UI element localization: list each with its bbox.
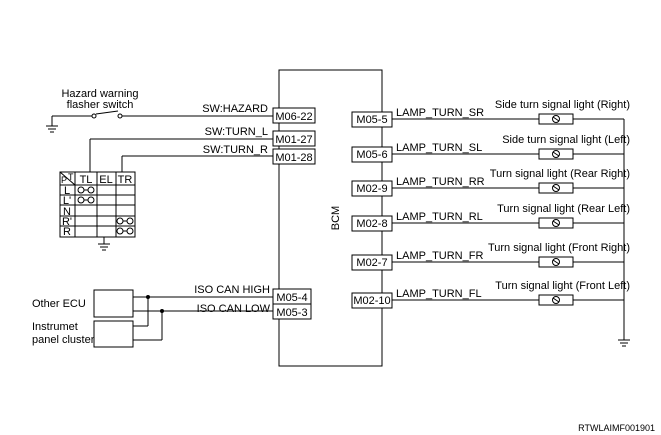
pin-label: M02-8 (356, 218, 387, 230)
pin-label: M05-5 (356, 114, 387, 126)
lamp-ground-bus (618, 119, 630, 347)
hazard-switch-label: Hazard warning (61, 88, 138, 100)
lamp-output-row: M05-6 LAMP_TURN_SL Side turn signal light … (351, 134, 630, 163)
instrument-panel-cluster: Instrumet panel cluster (32, 320, 134, 348)
pin-label: M01-28 (275, 152, 312, 164)
lamp-label: Turn signal light (Rear Right) (490, 168, 630, 180)
bulb-icon (538, 148, 574, 160)
turn-switch-table: P T TL EL TR L L' N R' R (59, 171, 136, 238)
table-row-label: L' (63, 195, 71, 207)
signal-label: LAMP_TURN_FL (396, 288, 482, 300)
signal-label: LAMP_TURN_SL (396, 142, 482, 154)
table-row-label: R (63, 226, 71, 238)
signal-label: LAMP_TURN_RR (396, 176, 485, 188)
figure-code: RTWLAIMF001901 (578, 423, 655, 433)
pin-label: M02-9 (356, 183, 387, 195)
left-connector-turn-r: SW:TURN_R M01-28 (203, 144, 316, 165)
hazard-switch-symbol (46, 110, 273, 133)
signal-label: SW:TURN_L (205, 126, 268, 138)
lamp-label: Side turn signal light (Left) (502, 134, 630, 146)
pin-label: M02-7 (356, 257, 387, 269)
bulb-icon (538, 113, 574, 125)
table-corner-p: P (61, 175, 67, 185)
table-row-label: R' (62, 216, 72, 228)
hazard-switch-label-2: flasher switch (67, 99, 134, 111)
turn-switch-wires (89, 138, 273, 251)
lamp-output-row: M05-5 LAMP_TURN_SR Side turn signal light … (351, 99, 630, 128)
can-connector-high: ISO CAN HIGH M05-4 (194, 284, 312, 305)
bulb-icon (538, 217, 574, 229)
signal-label: SW:HAZARD (202, 103, 268, 115)
lamp-output-row: M02-7 LAMP_TURN_FR Turn signal light (Fron… (351, 242, 630, 271)
pin-label: M05-4 (276, 292, 307, 304)
left-connector-hazard: SW:HAZARD M06-22 (202, 103, 316, 124)
bcm-label: BCM (330, 206, 342, 230)
ecu-label: Other ECU (32, 298, 86, 310)
lamp-label: Turn signal light (Rear Left) (497, 203, 630, 215)
signal-label: LAMP_TURN_RL (396, 211, 483, 223)
signal-label: ISO CAN HIGH (194, 284, 270, 296)
pin-label: M05-3 (276, 307, 307, 319)
continuity-marks (77, 186, 134, 235)
lamp-label: Side turn signal light (Right) (495, 99, 630, 111)
lamp-output-row: M02-8 LAMP_TURN_RL Turn signal light (Rear… (351, 203, 630, 232)
pin-label: M01-27 (275, 134, 312, 146)
table-corner-t: T (68, 172, 74, 182)
table-header-el: EL (99, 174, 112, 186)
pin-label: M06-22 (275, 111, 312, 123)
pin-label: M02-10 (353, 295, 390, 307)
bulb-icon (538, 294, 574, 306)
can-bus-wires (133, 295, 273, 341)
lamp-outputs: M05-5 LAMP_TURN_SR Side turn signal light … (351, 99, 630, 309)
table-row-label: L (64, 185, 70, 197)
bulb-icon (538, 256, 574, 268)
other-ecu: Other ECU (32, 289, 134, 318)
ecu-label: Instrumet (32, 321, 78, 333)
table-row-label: N (63, 206, 71, 218)
table-header-tr: TR (118, 174, 133, 186)
lamp-label: Turn signal light (Front Right) (488, 242, 630, 254)
ecu-label-2: panel cluster (32, 334, 95, 346)
signal-label: ISO CAN LOW (197, 303, 271, 315)
lamp-output-row: M02-9 LAMP_TURN_RR Turn signal light (Rear… (351, 168, 630, 197)
signal-label: LAMP_TURN_FR (396, 250, 483, 262)
can-connector-low: ISO CAN LOW M05-3 (197, 303, 312, 320)
pin-label: M05-6 (356, 149, 387, 161)
signal-label: SW:TURN_R (203, 144, 268, 156)
lamp-label: Turn signal light (Front Left) (495, 280, 630, 292)
table-header-tl: TL (80, 174, 93, 186)
lamp-output-row: M02-10 LAMP_TURN_FL Turn signal light (Fro… (351, 280, 630, 309)
bulb-icon (538, 182, 574, 194)
signal-label: LAMP_TURN_SR (396, 107, 484, 119)
